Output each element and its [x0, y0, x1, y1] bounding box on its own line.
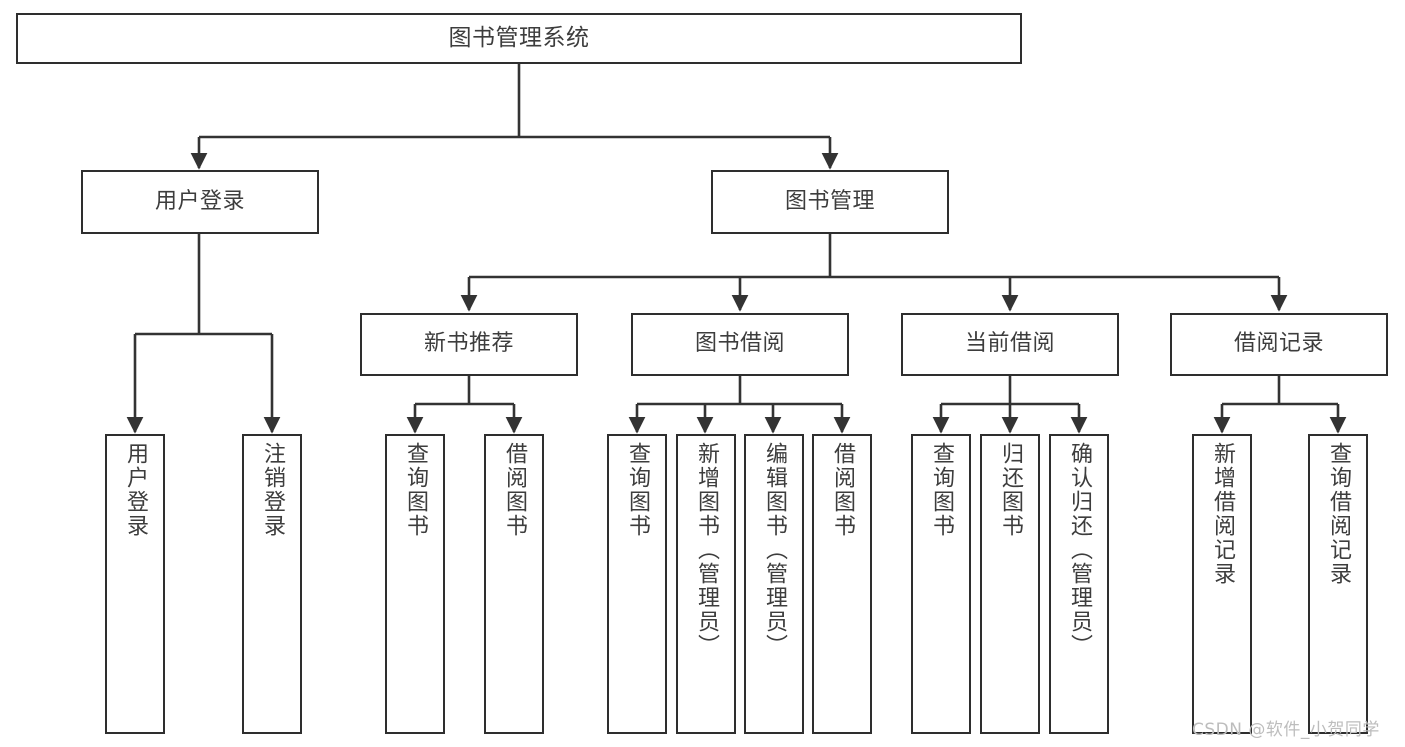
node-label: 借阅图书 — [502, 442, 527, 538]
leaf-borrow-book[interactable]: 借阅图书 — [812, 434, 872, 734]
node-borrow-record[interactable]: 借阅记录 — [1170, 313, 1388, 376]
leaf-confirm-return-admin[interactable]: 确认归还（管理员） — [1049, 434, 1109, 734]
leaf-borrow-book-recommend[interactable]: 借阅图书 — [484, 434, 544, 734]
node-book-borrow[interactable]: 图书借阅 — [631, 313, 849, 376]
node-label: 借阅图书 — [830, 442, 855, 538]
node-label: 查询图书 — [625, 442, 650, 538]
node-label: 确认归还（管理员） — [1067, 442, 1092, 658]
node-label: 新增图书（管理员） — [694, 442, 719, 658]
node-label: 新书推荐 — [423, 331, 514, 357]
node-label: 用户登录 — [154, 188, 245, 214]
leaf-query-borrow-record[interactable]: 查询借阅记录 — [1308, 434, 1368, 734]
node-label: 编辑图书（管理员） — [762, 442, 787, 658]
node-label: 注销登录 — [260, 442, 285, 538]
node-label: 新增借阅记录 — [1210, 442, 1235, 586]
node-label: 借阅记录 — [1233, 331, 1324, 357]
node-label: 用户登录 — [123, 442, 148, 538]
node-current-borrow[interactable]: 当前借阅 — [901, 313, 1119, 376]
node-user-login[interactable]: 用户登录 — [81, 170, 319, 234]
leaf-return-book[interactable]: 归还图书 — [980, 434, 1040, 734]
node-label: 归还图书 — [998, 442, 1023, 538]
node-label: 查询图书 — [929, 442, 954, 538]
node-new-book-recommend[interactable]: 新书推荐 — [360, 313, 578, 376]
node-label: 查询借阅记录 — [1326, 442, 1351, 586]
node-label: 查询图书 — [403, 442, 428, 538]
leaf-edit-book-admin[interactable]: 编辑图书（管理员） — [744, 434, 804, 734]
node-label: 图书管理 — [784, 188, 875, 214]
leaf-logout[interactable]: 注销登录 — [242, 434, 302, 734]
leaf-add-book-admin[interactable]: 新增图书（管理员） — [676, 434, 736, 734]
leaf-add-borrow-record[interactable]: 新增借阅记录 — [1192, 434, 1252, 734]
node-label: 图书管理系统 — [448, 24, 590, 51]
leaf-query-book-current[interactable]: 查询图书 — [911, 434, 971, 734]
leaf-user-login[interactable]: 用户登录 — [105, 434, 165, 734]
node-label: 图书借阅 — [694, 331, 785, 357]
csdn-watermark: CSDN @软件_小贺同学 — [1192, 720, 1380, 740]
node-root-book-management-system[interactable]: 图书管理系统 — [16, 13, 1022, 64]
leaf-query-book-recommend[interactable]: 查询图书 — [385, 434, 445, 734]
node-label: 当前借阅 — [964, 331, 1055, 357]
node-book-management[interactable]: 图书管理 — [711, 170, 949, 234]
leaf-query-book-borrow[interactable]: 查询图书 — [607, 434, 667, 734]
